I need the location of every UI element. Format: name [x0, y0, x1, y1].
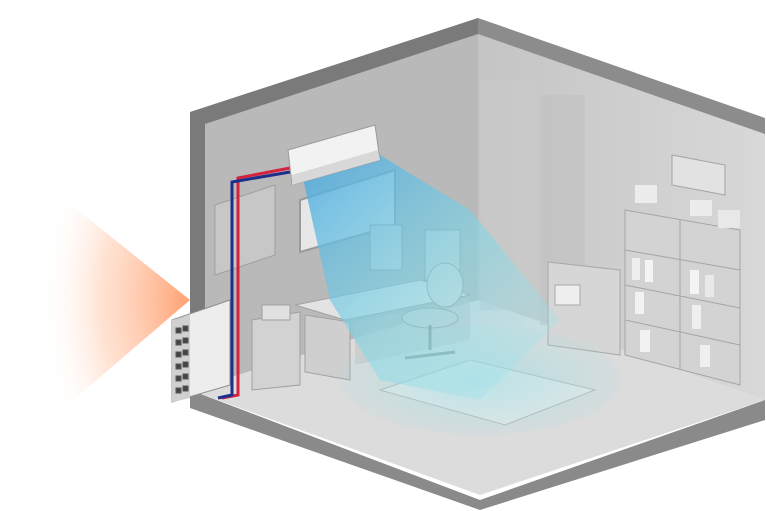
- wall-picture: [214, 184, 276, 276]
- room-shell-base: [190, 390, 765, 510]
- air-conditioner-outdoor-icon: [171, 299, 231, 403]
- hot-air-plume: [40, 180, 190, 420]
- cool-air-floor-glow: [340, 325, 620, 435]
- printer: [554, 284, 581, 306]
- refrigerant-pipe-cold: [217, 170, 291, 400]
- side-cabinet: [251, 304, 301, 391]
- wall-rim-right: [478, 18, 765, 134]
- wall-vent: [671, 154, 726, 196]
- bookshelf: [624, 185, 741, 386]
- air-conditioner-indoor-icon: [287, 124, 381, 186]
